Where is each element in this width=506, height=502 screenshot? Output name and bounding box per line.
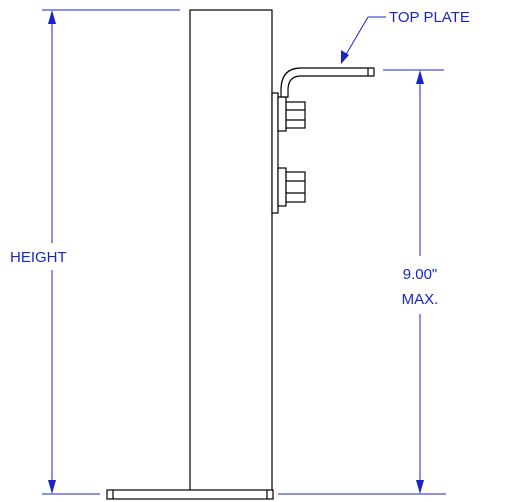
- height-top-arrowhead: [48, 10, 56, 24]
- mounting-bracket: [271, 92, 279, 214]
- max-bottom-arrowhead: [416, 480, 424, 494]
- height-dimension: HEIGHT: [10, 9, 180, 495]
- height-bottom-arrowhead: [48, 480, 56, 494]
- upper-bolt-head: [285, 101, 306, 129]
- max-top-arrowhead: [416, 70, 424, 84]
- upper-bolt: [277, 96, 306, 132]
- max-height-dimension: 9.00" MAX.: [278, 69, 446, 495]
- lower-bolt: [277, 167, 306, 207]
- top-plate-callout: TOP PLATE: [341, 9, 470, 64]
- lower-bolt-washer: [277, 167, 287, 207]
- post: [189, 9, 273, 492]
- top-plate-body: [280, 67, 375, 98]
- top-plate-leader-arrowhead: [341, 50, 349, 64]
- base-plate-outline: [106, 489, 274, 500]
- base-plate: [106, 489, 274, 500]
- lower-bolt-head: [285, 171, 306, 203]
- post-body: [189, 9, 273, 492]
- height-label: HEIGHT: [10, 249, 67, 266]
- top-plate-label: TOP PLATE: [389, 9, 470, 26]
- max-value-label: 9.00": [403, 266, 438, 283]
- bracket-spacer: [271, 92, 279, 214]
- max-suffix-label: MAX.: [402, 291, 439, 308]
- top-plate: [280, 67, 375, 98]
- top-plate-leader-diagonal: [343, 16, 369, 59]
- upper-bolt-washer: [277, 96, 287, 132]
